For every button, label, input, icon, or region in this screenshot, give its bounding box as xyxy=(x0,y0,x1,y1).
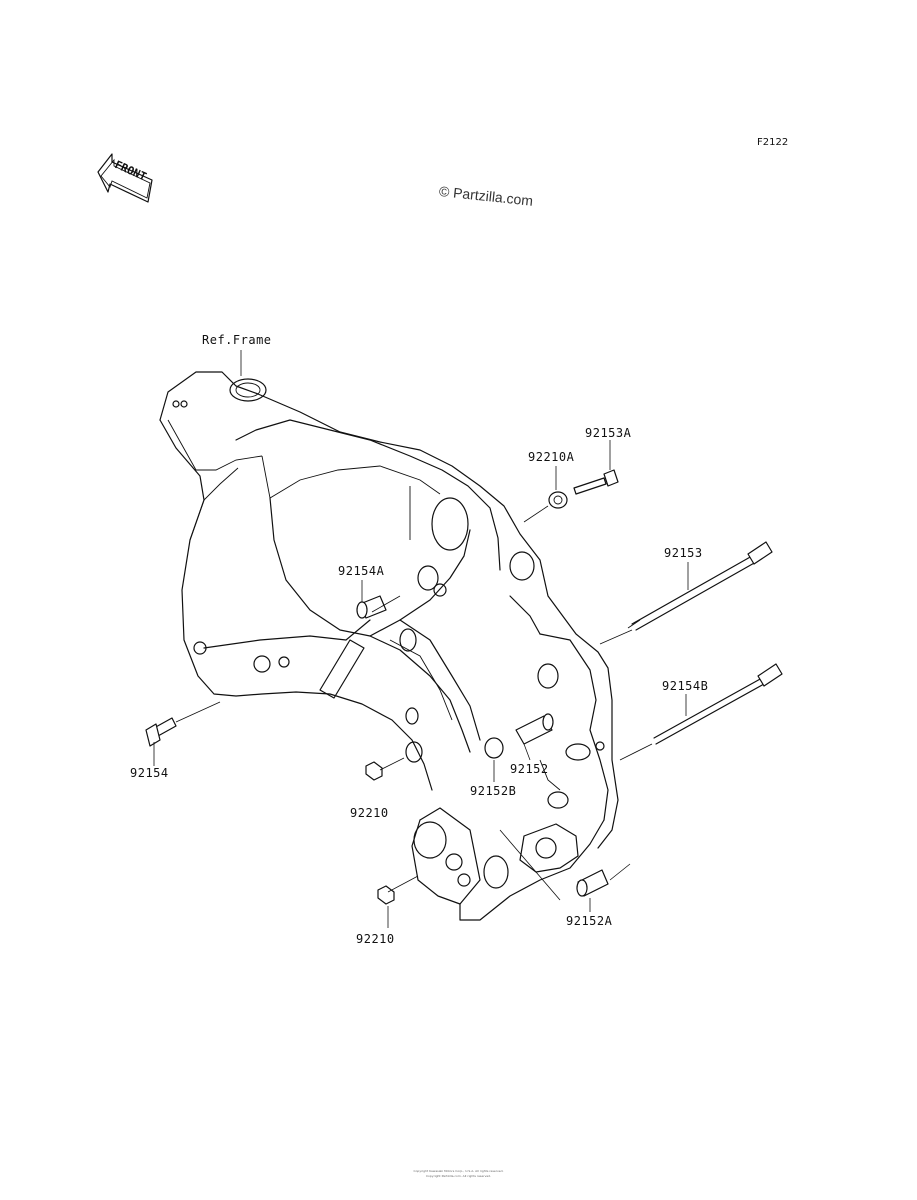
collar-92152b-icon xyxy=(484,737,504,759)
spacer-92152-icon xyxy=(515,713,554,745)
spacer-92152a-icon xyxy=(576,869,609,897)
part-label-92153a[interactable]: 92153A xyxy=(585,426,632,440)
frame-outline xyxy=(159,371,619,921)
part-label-92154b[interactable]: 92154B xyxy=(662,679,709,693)
nut-92210-upper-icon xyxy=(365,761,383,781)
leader-lines xyxy=(153,350,689,928)
part-label-92210-upper[interactable]: 92210 xyxy=(350,806,389,820)
nut-92210-lower-icon xyxy=(377,885,395,905)
front-arrow-icon: FRONT xyxy=(97,153,153,203)
bolt-92154-icon xyxy=(145,717,177,747)
footer-copyright-2: Copyright Partzilla.com. All rights rese… xyxy=(425,1174,492,1178)
part-label-92154[interactable]: 92154 xyxy=(130,766,169,780)
part-label-92210-lower[interactable]: 92210 xyxy=(356,932,395,946)
bolt-92154a-icon xyxy=(356,595,387,619)
footer-copyright-1: Copyright Kawasaki Motors Corp., U.S.A. … xyxy=(413,1169,504,1173)
part-label-92152b[interactable]: 92152B xyxy=(470,784,517,798)
washer-92210a-icon xyxy=(548,491,568,509)
bolt-92153-icon xyxy=(627,541,773,631)
part-label-92154a[interactable]: 92154A xyxy=(338,564,385,578)
part-label-92210a[interactable]: 92210A xyxy=(528,450,575,464)
part-label-92152[interactable]: 92152 xyxy=(510,762,549,776)
part-label-92153[interactable]: 92153 xyxy=(664,546,703,560)
ref-frame-label: Ref.Frame xyxy=(202,333,272,347)
bolt-92154b-icon xyxy=(653,663,783,745)
part-label-92152a[interactable]: 92152A xyxy=(566,914,613,928)
diagram-code: F2122 xyxy=(757,137,789,148)
bolt-92153a-icon xyxy=(573,469,619,495)
